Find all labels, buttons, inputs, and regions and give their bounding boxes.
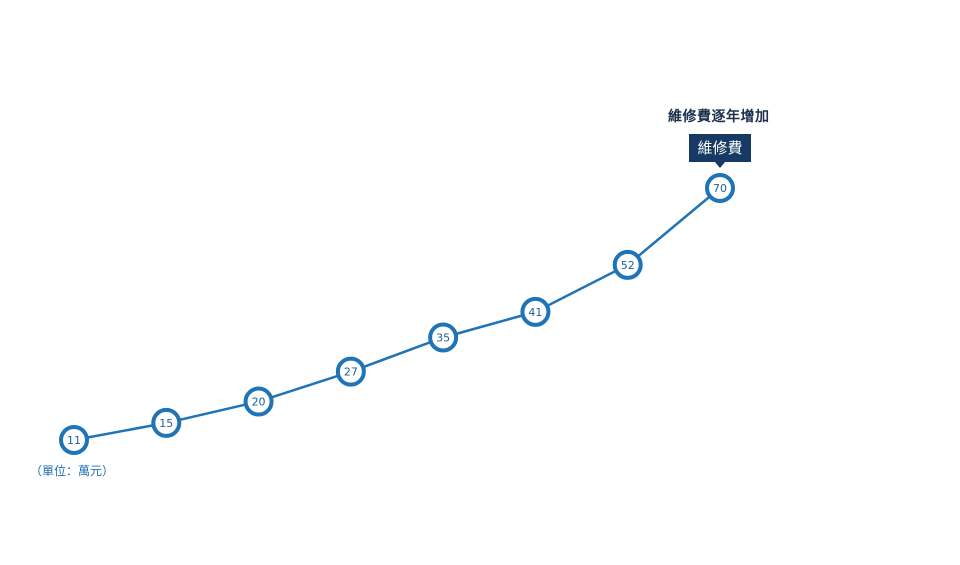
series-line	[73, 187, 721, 442]
series-callout: 維修費	[689, 134, 751, 168]
data-point	[59, 425, 89, 455]
data-label: 70	[713, 182, 727, 195]
unit-note: （單位：萬元）	[30, 464, 115, 478]
data-point	[335, 356, 366, 387]
data-label: 35	[436, 331, 450, 344]
data-label: 15	[159, 417, 173, 430]
data-point	[612, 249, 643, 280]
data-label: 52	[621, 259, 635, 272]
chart-title: 維修費逐年增加	[668, 109, 770, 125]
data-point	[428, 322, 459, 353]
data-point	[151, 407, 182, 438]
data-label: 11	[67, 434, 81, 447]
data-point	[705, 173, 735, 203]
data-label: 27	[344, 366, 358, 379]
data-point	[520, 296, 551, 327]
data-label: 41	[528, 306, 542, 319]
data-label: 20	[252, 396, 266, 409]
data-point	[243, 386, 274, 417]
